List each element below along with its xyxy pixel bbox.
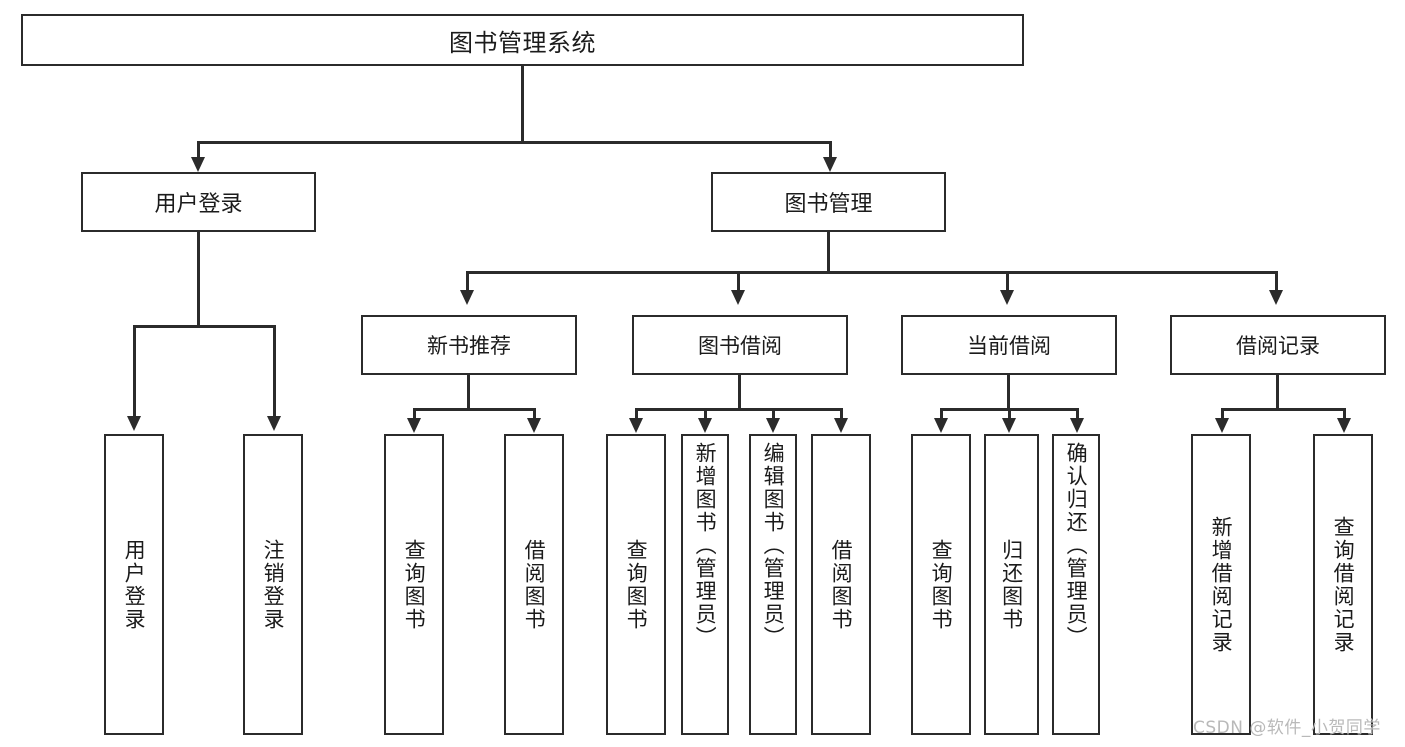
node-root-book-management-system[interactable]: 图书管理系统: [21, 14, 1024, 66]
arrowhead: [1070, 418, 1084, 433]
connector-bookborrow-bus: [636, 408, 843, 411]
connector-userlogin-bus: [134, 325, 276, 328]
arrowhead: [766, 418, 780, 433]
leaf-label: 借阅图书: [829, 538, 854, 631]
connector-currentborrow-drop-1: [940, 408, 943, 420]
node-current-borrow[interactable]: 当前借阅: [901, 315, 1117, 375]
connector-bookborrow-drop-4: [840, 408, 843, 420]
connector-root-stem: [521, 66, 524, 143]
leaf-label: 查询借阅记录: [1331, 515, 1356, 654]
connector-bookmgmt-drop-2: [737, 271, 740, 293]
node-label: 图书管理系统: [449, 28, 596, 57]
leaf-borrow-book-recommend[interactable]: 借阅图书: [504, 434, 564, 735]
connector-root-drop-1: [197, 141, 200, 161]
arrowhead: [1269, 290, 1283, 305]
leaf-return-book[interactable]: 归还图书: [984, 434, 1039, 735]
node-label: 用户登录: [154, 192, 243, 217]
connector-bookmgmt-drop-4: [1275, 271, 1278, 293]
connector-borrowrecord-bus: [1222, 408, 1346, 411]
arrowhead: [1337, 418, 1351, 433]
arrowhead: [267, 416, 281, 431]
connector-currentborrow-drop-2: [1008, 408, 1011, 420]
leaf-user-logout[interactable]: 注销登录: [243, 434, 303, 735]
arrowhead: [934, 418, 948, 433]
connector-borrowrecord-stem: [1276, 375, 1279, 410]
leaf-add-borrow-record[interactable]: 新增借阅记录: [1191, 434, 1251, 735]
node-label: 图书管理: [784, 192, 873, 217]
leaf-label: 注销登录: [261, 538, 286, 631]
leaf-query-book-recommend[interactable]: 查询图书: [384, 434, 444, 735]
connector-bookmgmt-drop-1: [466, 271, 469, 293]
connector-borrowrecord-drop-2: [1343, 408, 1346, 420]
leaf-query-book-current[interactable]: 查询图书: [911, 434, 971, 735]
leaf-label: 查询图书: [929, 538, 954, 631]
arrowhead: [407, 418, 421, 433]
connector-currentborrow-drop-3: [1076, 408, 1079, 420]
leaf-label: 编辑图书（管理员）: [761, 442, 786, 649]
node-label: 新书推荐: [427, 334, 511, 358]
leaf-label: 新增借阅记录: [1209, 515, 1234, 654]
arrowhead: [629, 418, 643, 433]
leaf-query-borrow-record[interactable]: 查询借阅记录: [1313, 434, 1373, 735]
arrowhead: [1215, 418, 1229, 433]
leaf-user-login[interactable]: 用户登录: [104, 434, 164, 735]
arrowhead: [460, 290, 474, 305]
connector-borrowrecord-drop-1: [1221, 408, 1224, 420]
node-book-borrow[interactable]: 图书借阅: [632, 315, 848, 375]
leaf-label: 用户登录: [122, 538, 147, 631]
leaf-query-book-borrow[interactable]: 查询图书: [606, 434, 666, 735]
leaf-label: 新增图书（管理员）: [693, 442, 718, 649]
node-label: 借阅记录: [1236, 334, 1320, 358]
node-user-login[interactable]: 用户登录: [81, 172, 316, 232]
leaf-label: 借阅图书: [522, 538, 547, 631]
connector-bookmgmt-stem: [827, 232, 830, 273]
leaf-add-book-admin[interactable]: 新增图书（管理员）: [681, 434, 729, 735]
leaf-label: 确认归还（管理员）: [1064, 442, 1089, 649]
arrowhead: [127, 416, 141, 431]
node-book-management[interactable]: 图书管理: [711, 172, 946, 232]
leaf-label: 查询图书: [402, 538, 427, 631]
connector-currentborrow-stem: [1007, 375, 1010, 410]
leaf-label: 查询图书: [624, 538, 649, 631]
leaf-confirm-return-admin[interactable]: 确认归还（管理员）: [1052, 434, 1100, 735]
leaf-edit-book-admin[interactable]: 编辑图书（管理员）: [749, 434, 797, 735]
arrowhead: [698, 418, 712, 433]
connector-newbook-drop-2: [533, 408, 536, 420]
connector-bookborrow-stem: [738, 375, 741, 410]
arrowhead: [834, 418, 848, 433]
connector-root-drop-2: [829, 141, 832, 161]
node-new-book-recommend[interactable]: 新书推荐: [361, 315, 577, 375]
connector-bookborrow-drop-2: [704, 408, 707, 420]
node-borrow-record[interactable]: 借阅记录: [1170, 315, 1386, 375]
arrowhead: [1000, 290, 1014, 305]
watermark: CSDN @软件_小贺同学: [1193, 718, 1381, 738]
connector-newbook-drop-1: [413, 408, 416, 420]
leaf-label: 归还图书: [999, 538, 1024, 631]
connector-userlogin-stem: [197, 232, 200, 327]
arrowhead: [1002, 418, 1016, 433]
connector-bookmgmt-drop-3: [1006, 271, 1009, 293]
connector-root-bus: [198, 141, 831, 144]
connector-userlogin-drop-1: [133, 325, 136, 418]
connector-newbook-stem: [467, 375, 470, 410]
node-label: 图书借阅: [698, 334, 782, 358]
connector-bookborrow-drop-3: [772, 408, 775, 420]
arrowhead: [527, 418, 541, 433]
node-label: 当前借阅: [967, 334, 1051, 358]
leaf-borrow-book[interactable]: 借阅图书: [811, 434, 871, 735]
arrowhead: [823, 157, 837, 172]
connector-bookborrow-drop-1: [635, 408, 638, 420]
arrowhead: [191, 157, 205, 172]
arrowhead: [731, 290, 745, 305]
connector-userlogin-drop-2: [273, 325, 276, 418]
connector-bookmgmt-bus: [466, 271, 1278, 274]
connector-newbook-bus: [414, 408, 536, 411]
